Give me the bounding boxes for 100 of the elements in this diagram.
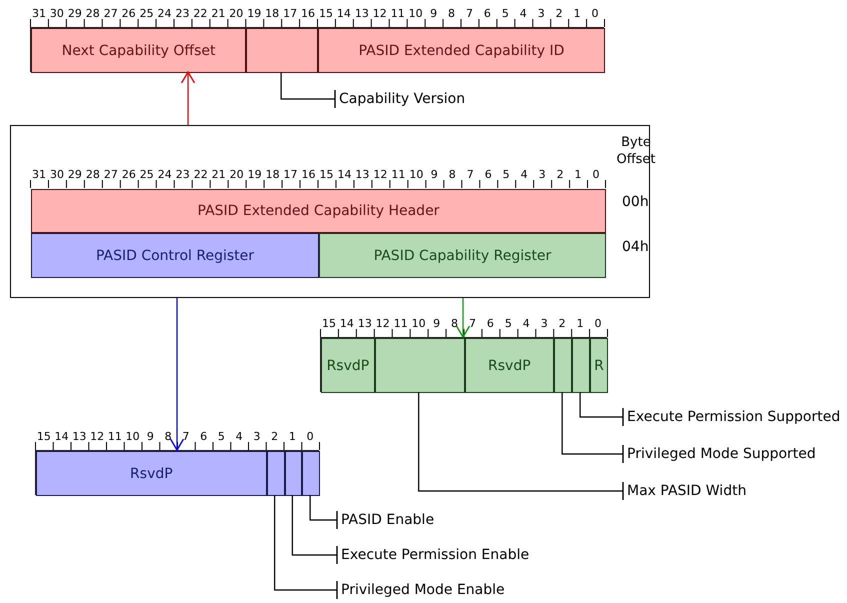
- bit-number: 14: [54, 430, 70, 443]
- bit-number: 27: [102, 168, 119, 181]
- bit-field: PASID Capability Register: [319, 233, 606, 278]
- bit-number: 1: [576, 317, 585, 330]
- bit-number: 5: [500, 7, 510, 20]
- bit-number: 21: [210, 7, 226, 20]
- bit-number: 3: [540, 317, 549, 330]
- bit-number: 8: [447, 7, 456, 20]
- bit-number: 4: [520, 168, 529, 181]
- bit-number: 12: [372, 7, 388, 20]
- bit-number: 6: [482, 7, 492, 20]
- field-label: Execute Permission Enable: [341, 546, 530, 564]
- bit-number: 9: [432, 317, 442, 330]
- byte-offset: 00h: [622, 193, 649, 211]
- bit-number: 22: [192, 168, 209, 181]
- leader-line: [580, 392, 624, 427]
- bit-number: 6: [199, 430, 208, 443]
- bit-field: PASID Control Register: [31, 233, 319, 278]
- bit-number: 23: [174, 7, 190, 20]
- bit-number: 9: [429, 7, 438, 20]
- leader-line: [274, 495, 338, 600]
- bit-number: 24: [156, 7, 173, 20]
- leader-line: [418, 392, 624, 501]
- bit-number: 10: [408, 168, 424, 181]
- bit-number: 1: [288, 430, 297, 443]
- bit-number: 13: [356, 317, 373, 330]
- bit-number: 5: [504, 317, 513, 330]
- bit-number: 4: [518, 7, 528, 20]
- bit-number: 27: [102, 7, 119, 20]
- bit-number: 7: [181, 430, 190, 443]
- bit-number: 19: [246, 7, 262, 20]
- register-bar: [30, 27, 604, 72]
- leader-line: [292, 495, 338, 565]
- bit-number: 4: [234, 430, 244, 443]
- field-label: PASID Enable: [341, 511, 434, 529]
- bit-number: 0: [592, 168, 601, 181]
- bit-number: 18: [264, 168, 281, 181]
- bit-number: 26: [120, 168, 137, 181]
- bit-number: 17: [282, 168, 299, 181]
- bit-number: 30: [48, 7, 65, 20]
- bit-number: 20: [228, 7, 244, 20]
- bit-number: 8: [448, 168, 457, 181]
- arrow: [170, 298, 184, 451]
- bit-number: 13: [354, 168, 370, 181]
- bit-number: 12: [372, 168, 388, 181]
- leader-line: [280, 72, 336, 109]
- bit-number: 3: [538, 168, 547, 181]
- bit-number: 5: [502, 168, 511, 181]
- bit-number: 22: [192, 7, 208, 20]
- bit-field: RsvdP: [464, 338, 554, 393]
- field-label: Execute Permission Supported: [627, 408, 840, 426]
- register-bar: [35, 450, 319, 495]
- bit-field: PASID Extended Capability Header: [31, 189, 606, 233]
- bit-number: 11: [390, 7, 406, 20]
- bit-number: 10: [410, 317, 427, 330]
- bit-number: 23: [174, 168, 191, 181]
- bit-number: 10: [408, 7, 424, 20]
- bit-number: 7: [466, 168, 475, 181]
- field-label: Privileged Mode Enable: [341, 581, 505, 599]
- bit-field: [554, 338, 572, 393]
- bit-number: 15: [320, 317, 337, 330]
- bit-number: 29: [66, 7, 83, 20]
- bit-number: 7: [468, 317, 477, 330]
- bit-number: 29: [66, 168, 83, 181]
- bit-number: 2: [558, 317, 567, 330]
- bit-field: RsvdP: [36, 451, 267, 496]
- bit-field: [302, 451, 320, 496]
- field-label: Capability Version: [339, 90, 466, 108]
- bit-number: 3: [252, 430, 262, 443]
- register-bar: [320, 337, 607, 392]
- bit-number: 13: [354, 7, 370, 20]
- bit-number: 25: [138, 168, 155, 181]
- bit-number: 24: [156, 168, 173, 181]
- bit-number: 16: [300, 168, 317, 181]
- bit-field: R: [590, 338, 608, 393]
- bit-number: 11: [390, 168, 406, 181]
- bit-field: [246, 28, 318, 73]
- bit-number: 17: [282, 7, 298, 20]
- field-label: Max PASID Width: [627, 482, 746, 500]
- bit-number: 11: [106, 430, 123, 443]
- bit-number: 15: [318, 168, 334, 181]
- bit-number: 4: [522, 317, 531, 330]
- bit-number: 20: [228, 168, 245, 181]
- byte-offset: 04h: [622, 238, 649, 256]
- field-label: Privileged Mode Supported: [627, 445, 816, 463]
- bit-field: [374, 338, 464, 393]
- bit-number: 10: [124, 430, 141, 443]
- bit-number: 6: [484, 168, 493, 181]
- bit-number: 0: [594, 317, 603, 330]
- bit-number: 2: [554, 7, 564, 20]
- bit-number: 16: [300, 7, 316, 20]
- bit-number: 25: [138, 7, 155, 20]
- bit-number: 31: [30, 7, 47, 20]
- bit-number: 0: [306, 430, 315, 443]
- bit-number: 12: [374, 317, 391, 330]
- bit-number: 13: [71, 430, 88, 443]
- bit-number: 14: [338, 317, 355, 330]
- bit-number: 14: [336, 7, 352, 20]
- leader-line: [562, 392, 624, 464]
- bit-number: 1: [572, 7, 582, 20]
